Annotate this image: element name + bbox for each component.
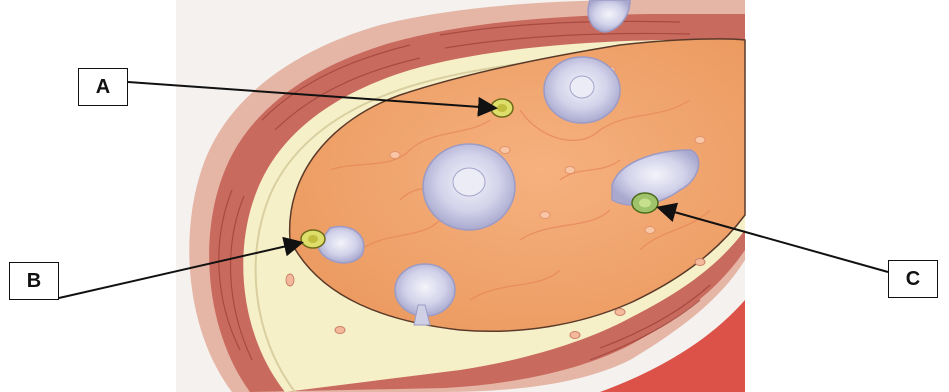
label-b: B xyxy=(9,262,59,300)
label-c: C xyxy=(888,260,938,298)
marker-cell-b xyxy=(301,230,325,248)
marker-cell-a xyxy=(491,99,513,117)
label-a: A xyxy=(78,68,128,106)
marker-cell-c xyxy=(632,193,658,213)
